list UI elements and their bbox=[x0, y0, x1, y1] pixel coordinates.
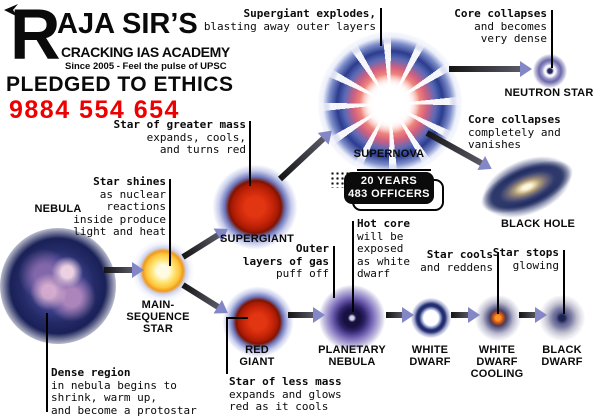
badge-top-line bbox=[357, 169, 431, 171]
annotation-rest: and becomes very dense bbox=[474, 19, 547, 45]
pointer-line-dense-region bbox=[46, 313, 48, 412]
arrow-shaft bbox=[104, 267, 134, 273]
pointer-line-supergiant-explodes bbox=[380, 8, 382, 46]
arrow-shaft bbox=[386, 312, 404, 318]
pointer-line-star-cools bbox=[497, 252, 499, 314]
brand-block: R AJA SIR’S CRACKING IAS ACADEMY Since 2… bbox=[0, 0, 233, 124]
annotation-lead: Star stops bbox=[492, 246, 559, 259]
annotation-rest: puff off bbox=[276, 267, 329, 280]
label-nebula: NEBULA bbox=[34, 203, 82, 215]
annotation-rest: as nuclear reactions inside produce ligh… bbox=[73, 187, 166, 238]
label-black-hole: BLACK HOLE bbox=[500, 218, 576, 230]
label-main-sequence-star: MAIN- SEQUENCE STAR bbox=[126, 299, 190, 335]
arrow-cooling-to-black-dwarf bbox=[519, 307, 547, 323]
label-planetary-nebula: PLANETARY NEBULA bbox=[318, 344, 386, 368]
arrow-supergiant-to-supernova bbox=[277, 124, 338, 182]
arrow-red-giant-to-planetary-nebula bbox=[288, 307, 325, 323]
pointer-line-outer-layers bbox=[333, 246, 335, 298]
pointer-line-core-collapses-dense bbox=[551, 10, 553, 68]
pointer-line-hot-core bbox=[352, 221, 354, 312]
arrow-planetary-nebula-to-white-dwarf bbox=[386, 307, 414, 323]
annotation-lead: Star of less mass bbox=[229, 375, 342, 388]
arrow-head bbox=[313, 307, 325, 323]
annotation-lead: Core collapses bbox=[468, 113, 561, 126]
annotation-rest: in nebula begins to shrink, warm up, and… bbox=[51, 378, 197, 417]
annotation-rest: glowing bbox=[512, 258, 559, 272]
arrow-shaft bbox=[288, 312, 315, 318]
annotation-rest: expands, cools, and turns red bbox=[146, 130, 246, 156]
arrow-shaft bbox=[277, 135, 327, 182]
brand-pledge: PLEDGED TO ETHICS bbox=[6, 73, 234, 96]
arrow-head bbox=[132, 262, 144, 278]
annotation-supergiant-explodes: Supergiant explodes,blasting away outer … bbox=[203, 7, 376, 33]
supernova-image bbox=[318, 32, 462, 176]
arrow-nebula-to-main-sequence bbox=[104, 262, 144, 278]
annotation-lead: Outer layers of gas bbox=[242, 242, 329, 268]
annotation-rest: and reddens bbox=[420, 260, 493, 274]
annotation-lead: Supergiant explodes, bbox=[243, 7, 376, 20]
red-giant-image bbox=[222, 286, 294, 358]
annotation-lead: Dense region bbox=[51, 366, 131, 379]
pointer-line-star-greater-mass bbox=[249, 121, 251, 186]
annotation-rest: will be exposed as white dwarf bbox=[357, 229, 410, 280]
label-neutron-star: NEUTRON STAR bbox=[504, 87, 594, 99]
label-supernova: SUPERNOVA bbox=[353, 148, 425, 160]
neutron-star-image bbox=[533, 54, 567, 88]
annotation-lead: Hot core bbox=[357, 217, 410, 230]
label-black-dwarf: BLACK DWARF bbox=[541, 344, 583, 368]
brand-phone-number: 9884 554 654 bbox=[9, 96, 180, 124]
arrow-head bbox=[468, 307, 480, 323]
badge-years: 20 YEARS bbox=[360, 174, 418, 187]
brand-tagline: Since 2005 - Feel the pulse of UPSC bbox=[65, 61, 227, 72]
arrow-head bbox=[520, 61, 532, 77]
label-white-dwarf: WHITE DWARF bbox=[409, 344, 451, 368]
nebula-image bbox=[0, 228, 116, 344]
white-dwarf-image bbox=[411, 298, 451, 338]
annotation-rest: expands and glows red as it cools bbox=[229, 387, 342, 413]
brand-initial: R bbox=[10, 0, 61, 74]
arrow-head bbox=[402, 307, 414, 323]
label-supergiant: SUPERGIANT bbox=[219, 233, 295, 245]
badge-officers: 483 OFFICERS bbox=[348, 188, 430, 200]
label-red-giant: RED GIANT bbox=[239, 344, 275, 368]
officers-badge: 20 YEARS 483 OFFICERS bbox=[344, 172, 434, 204]
pointer-line-star-shines bbox=[169, 179, 171, 266]
annotation-rest: blasting away outer layers bbox=[203, 19, 376, 33]
arrow-supernova-to-neutron-star bbox=[449, 61, 532, 77]
arrow-shaft bbox=[519, 312, 537, 318]
annotation-lead: Star cools bbox=[426, 248, 493, 261]
pointer-line-star-less-mass-horizontal bbox=[226, 317, 248, 319]
logo-arrow-icon bbox=[4, 4, 18, 17]
pointer-line-star-stops bbox=[563, 250, 565, 314]
annotation-lead: Star of greater mass bbox=[113, 118, 246, 131]
supernova-core bbox=[318, 32, 462, 176]
brand-name: AJA SIR’S bbox=[57, 8, 198, 40]
arrow-head bbox=[535, 307, 547, 323]
annotation-lead: Core collapses bbox=[454, 7, 547, 20]
pointer-line-star-less-mass-vertical bbox=[226, 318, 228, 374]
label-white-dwarf-cooling: WHITE DWARF COOLING bbox=[470, 344, 524, 380]
arrow-shaft bbox=[451, 312, 470, 318]
arrow-shaft bbox=[449, 66, 522, 72]
annotation-rest: completely and vanishes bbox=[468, 125, 561, 151]
brand-academy: CRACKING IAS ACADEMY bbox=[61, 44, 230, 60]
arrow-white-dwarf-to-cooling bbox=[451, 307, 480, 323]
annotation-lead: Star shines bbox=[93, 175, 166, 188]
